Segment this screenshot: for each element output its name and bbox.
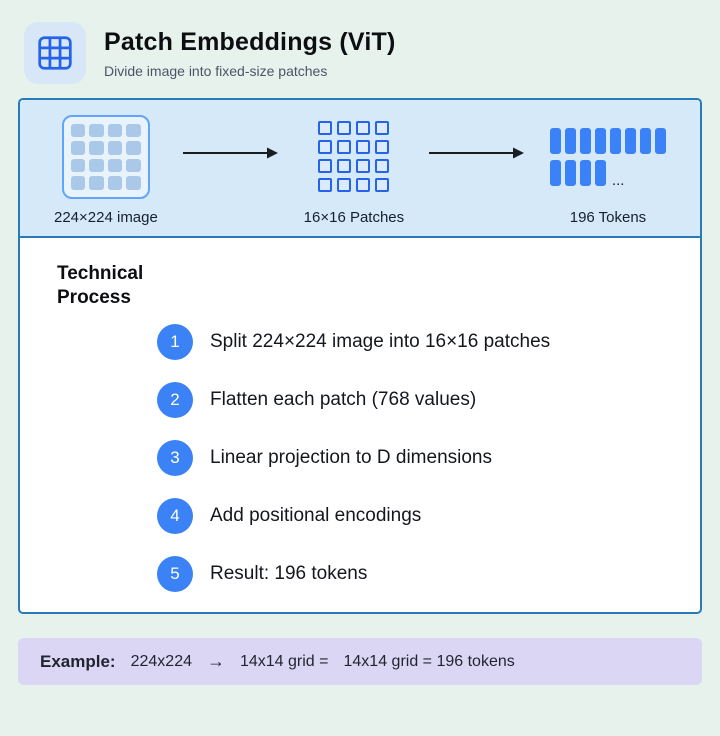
example-arrow-icon: →	[206, 651, 225, 671]
img-grid-cell	[70, 123, 86, 137]
example-bar: Example: 224x224 → 14x14 grid = 14x14 gr…	[18, 638, 702, 685]
example-mid: 14x14 grid =	[239, 652, 329, 670]
step-text: Split 224×224 image into 16×16 patches	[210, 330, 551, 352]
img-grid-cell	[107, 123, 123, 137]
step-number-badge: 2	[157, 381, 193, 418]
token-bar	[564, 127, 576, 154]
patch-grid-cell	[318, 121, 333, 135]
img-grid-cell	[126, 141, 141, 155]
header: Patch Embeddings (ViT) Divide image into…	[0, 0, 720, 88]
img-grid-cell	[89, 158, 104, 172]
patch-grid-cell	[375, 178, 390, 192]
page-title: Patch Embeddings (ViT)	[104, 27, 396, 56]
step-text: Linear projection to D dimensions	[210, 446, 492, 468]
image-graphic-wrap	[61, 111, 150, 203]
patch-graphic-wrap	[318, 111, 390, 203]
image-grid	[61, 114, 150, 199]
stage-tokens-label: 196 Tokens	[569, 208, 647, 226]
patch-grid-cell	[375, 159, 390, 173]
img-grid-cell	[107, 141, 123, 155]
img-grid-cell	[89, 123, 104, 137]
img-grid-cell	[126, 123, 141, 137]
img-grid-cell	[70, 141, 86, 155]
token-bar	[579, 127, 591, 154]
stage-tokens: ... 196 Tokens	[549, 111, 666, 226]
token-bar	[594, 159, 606, 186]
example-result: 14x14 grid = 196 tokens	[343, 652, 515, 670]
img-grid-cell	[107, 158, 123, 172]
process-steps: 1 Split 224×224 image into 16×16 patches…	[157, 323, 670, 592]
patch-grid-cell	[375, 121, 390, 135]
step-number-badge: 1	[157, 323, 193, 360]
token-bar	[549, 127, 561, 154]
patch-grid-cell	[318, 140, 333, 154]
token-bars: ...	[549, 127, 666, 189]
arrow-icon	[182, 146, 279, 165]
step-number-badge: 4	[157, 497, 193, 534]
img-grid-cell	[70, 176, 86, 190]
token-bar	[624, 127, 636, 154]
token-bar	[594, 127, 606, 154]
patch-grid-cell	[337, 178, 352, 192]
patch-grid-cell	[337, 121, 352, 135]
img-grid-cell	[70, 158, 86, 172]
example-input: 224x224	[130, 652, 192, 670]
stage-image-label: 224×224 image	[54, 208, 158, 226]
patch-grid-cell	[337, 159, 352, 173]
patch-grid-cell	[356, 178, 371, 192]
page-subtitle: Divide image into fixed-size patches	[104, 62, 328, 79]
main-panel: 224×224 image 16×16 Patches	[18, 98, 702, 614]
patch-grid-cell	[318, 178, 333, 192]
token-bar	[564, 159, 576, 186]
img-grid-cell	[89, 176, 104, 190]
step-text: Add positional encodings	[210, 504, 422, 526]
img-grid-cell	[126, 176, 141, 190]
patch-grid-cell	[356, 121, 371, 135]
technical-process: Technical Process 1 Split 224×224 image …	[20, 238, 700, 592]
img-grid-cell	[107, 176, 123, 190]
token-bar	[549, 159, 561, 186]
token-bar	[609, 127, 621, 154]
patch-grid-cell	[337, 140, 352, 154]
example-label: Example:	[40, 651, 116, 671]
process-step: 2 Flatten each patch (768 values)	[157, 381, 670, 418]
flow-diagram: 224×224 image 16×16 Patches	[20, 100, 700, 238]
process-step: 5 Result: 196 tokens	[157, 555, 670, 592]
grid-table-icon	[24, 22, 86, 84]
token-bar	[639, 127, 651, 154]
patch-grid-cell	[318, 159, 333, 173]
token-ellipsis: ...	[611, 171, 625, 189]
token-row-bottom: ...	[549, 159, 625, 189]
stage-patches: 16×16 Patches	[303, 111, 405, 226]
step-text: Result: 196 tokens	[210, 562, 368, 584]
token-bar	[654, 127, 666, 154]
token-row-top	[549, 127, 666, 154]
arrow-icon	[429, 146, 525, 165]
process-step: 1 Split 224×224 image into 16×16 patches	[157, 323, 670, 360]
stage-image: 224×224 image	[54, 111, 158, 226]
process-step: 3 Linear projection to D dimensions	[157, 439, 670, 476]
process-heading: Technical Process	[57, 263, 144, 308]
process-step: 4 Add positional encodings	[157, 497, 670, 534]
step-number-badge: 3	[157, 439, 193, 476]
step-text: Flatten each patch (768 values)	[210, 388, 477, 410]
tokens-graphic-wrap: ...	[549, 111, 666, 203]
token-bar	[579, 159, 591, 186]
patch-grid-cell	[375, 140, 390, 154]
stage-patches-label: 16×16 Patches	[303, 208, 405, 226]
header-text: Patch Embeddings (ViT) Divide image into…	[104, 28, 395, 79]
step-number-badge: 5	[157, 555, 193, 592]
img-grid-cell	[126, 158, 141, 172]
patch-grid	[318, 121, 390, 192]
patch-grid-cell	[356, 140, 371, 154]
img-grid-cell	[89, 141, 104, 155]
patch-grid-cell	[356, 159, 371, 173]
